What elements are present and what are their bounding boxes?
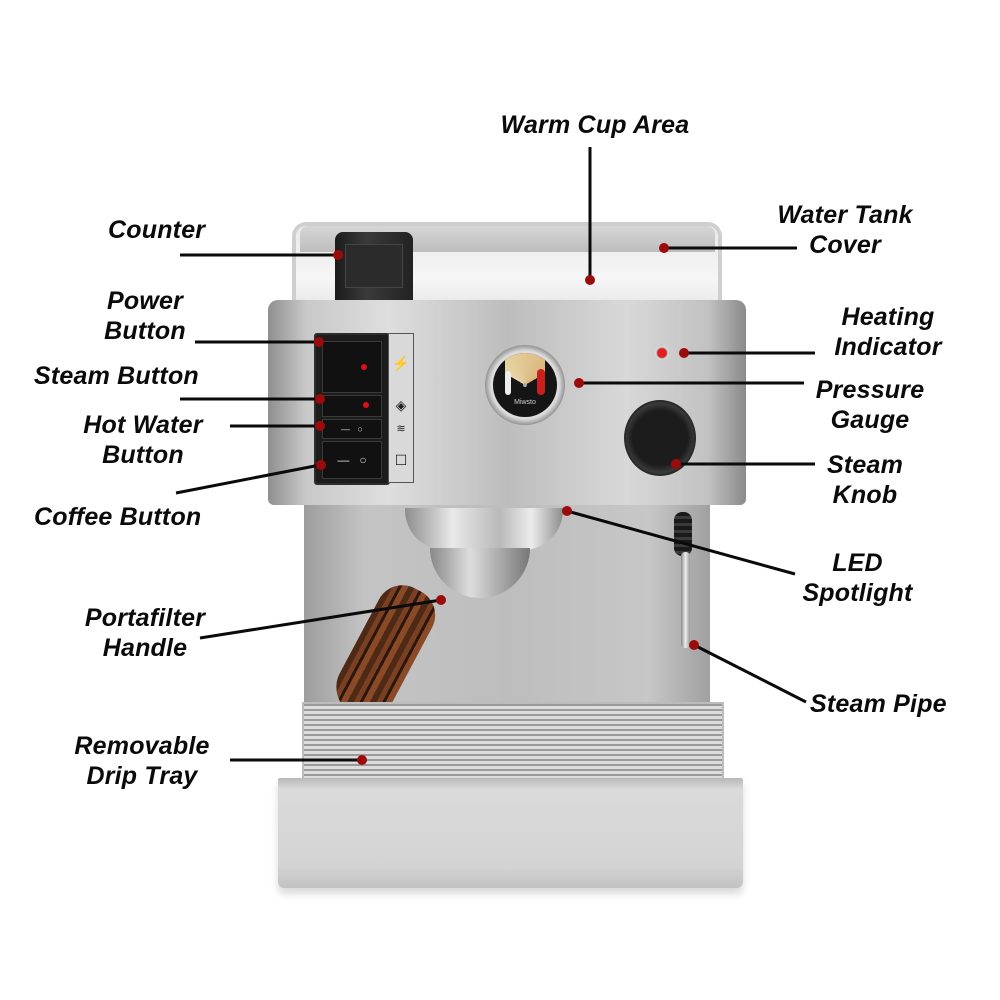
label-removable-drip-tray: Removable Drip Tray	[74, 732, 210, 790]
callout-dot-steam-pipe	[689, 640, 699, 650]
label-power-button: Power Button	[104, 287, 186, 345]
callout-dot-led-spotlight	[562, 506, 572, 516]
callout-dot-power-button	[314, 337, 324, 347]
heating-indicator-light	[655, 346, 669, 360]
callout-dot-portafilter-handle	[436, 595, 446, 605]
label-water-tank-cover: Water Tank Cover	[777, 201, 913, 259]
button-icon-strip: ⚡ ◈ ≋ ☐	[388, 333, 414, 483]
power-led	[361, 364, 367, 370]
label-counter: Counter	[108, 216, 206, 244]
label-steam-button: Steam Button	[34, 362, 199, 390]
drip-tray-grill[interactable]	[302, 702, 724, 782]
power-switch[interactable]	[322, 341, 382, 393]
callout-dot-warm-cup-area	[585, 275, 595, 285]
steam-pipe-wand[interactable]	[681, 552, 690, 648]
label-heating-indicator: Heating Indicator	[834, 303, 942, 361]
callout-dot-hot-water-button	[315, 421, 325, 431]
label-warm-cup-area: Warm Cup Area	[500, 111, 690, 139]
hot-water-icon: ≋	[396, 423, 406, 435]
steam-knob-dial[interactable]	[624, 400, 696, 476]
callout-dot-heating-indicator	[679, 348, 689, 358]
pressure-gauge-dial: Miwsto	[485, 345, 565, 425]
gauge-brand: Miwsto	[514, 399, 536, 406]
drip-tray-base[interactable]	[278, 778, 743, 888]
callout-dot-steam-button	[315, 394, 325, 404]
steam-icon: ◈	[395, 397, 407, 413]
counter-screen	[345, 244, 403, 288]
callout-dot-removable-drip-tray	[357, 755, 367, 765]
label-steam-pipe: Steam Pipe	[810, 690, 947, 718]
coffee-switch[interactable]: — ○	[322, 441, 382, 479]
callout-dot-coffee-button	[316, 460, 326, 470]
callout-dot-pressure-gauge	[574, 378, 584, 388]
callout-dot-counter	[333, 250, 343, 260]
button-panel: — ○ — ○	[314, 333, 390, 485]
label-steam-knob: Steam Knob	[826, 451, 904, 509]
callout-dot-water-tank-cover	[659, 243, 669, 253]
label-portafilter-handle: Portafilter Handle	[84, 604, 206, 662]
group-head	[405, 508, 563, 550]
label-hot-water-button: Hot Water Button	[83, 411, 203, 469]
label-led-spotlight: LED Spotlight	[802, 549, 913, 607]
callout-dot-steam-knob	[671, 459, 681, 469]
power-icon: ⚡	[392, 355, 410, 371]
coffee-cup-icon: ☐	[394, 452, 408, 468]
steam-led	[363, 402, 369, 408]
steam-switch[interactable]	[322, 395, 382, 417]
label-pressure-gauge: Pressure Gauge	[815, 376, 925, 434]
label-coffee-button: Coffee Button	[34, 503, 202, 531]
counter-display	[335, 232, 413, 304]
